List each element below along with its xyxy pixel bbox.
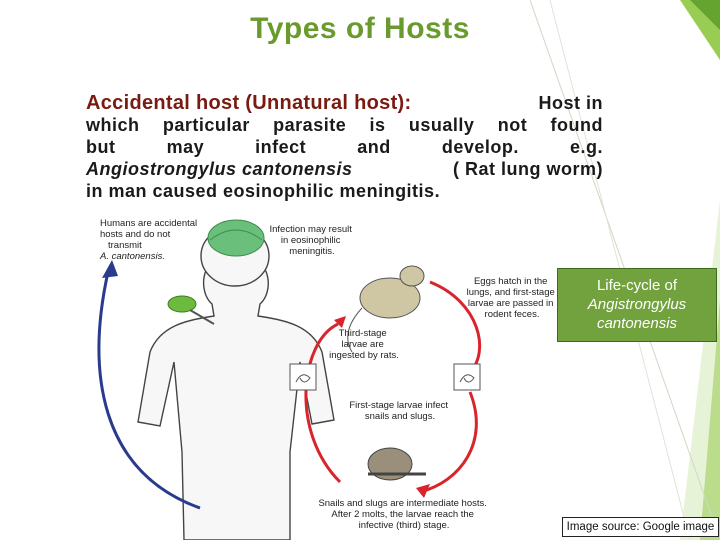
paragraph-line-1: Accidental host (Unnatural host): Host i… [86,92,603,114]
word: parasite [273,115,347,135]
snail-note-line: infective (third) stage. [359,520,450,531]
word: may [166,137,205,157]
first-stage-note-line: snails and slugs. [365,411,435,422]
word: infect [255,137,307,157]
word: which [86,115,140,135]
svg-text:Snails and slugs are intermedi: Snails and slugs are intermediate hosts.… [318,498,489,531]
larva-box-left [289,363,317,391]
word: usually [408,115,475,135]
lifecycle-caption-genus: Angistrongylus [587,296,687,313]
third-stage-note-line: larvae are [342,339,384,350]
definition-paragraph: Accidental host (Unnatural host): Host i… [86,92,603,202]
human-note-line: A. cantonensis. [99,251,165,262]
svg-text:Infection may result in eo: Infection may result in eosinophilic men… [269,224,354,257]
eggs-note-line: larvae are passed in [468,298,554,309]
species-name: Angiostrongylus cantonensis [86,159,353,179]
first-stage-note-line: First-stage larvae infect [349,400,448,411]
snail-illustration [367,447,426,481]
human-figure [137,219,335,540]
third-stage-note-line: Third-stage [339,328,387,339]
svg-text:Eggs hatch in the lungs, a: Eggs hatch in the lungs, and first-stage… [467,276,558,320]
spoon-with-lettuce [167,295,215,325]
human-note-line: Humans are accidental [100,218,197,229]
word: e.g. [569,137,603,157]
rat-illustration [347,265,425,353]
svg-text:First-stage larvae infect: First-stage larvae infect snails and slu… [349,400,450,422]
word: found [550,115,603,135]
common-name: ( Rat lung worm) [453,159,603,179]
lifecycle-caption-line1: Life-cycle of [596,277,678,294]
larva-box-right [453,363,481,391]
word: and [357,137,391,157]
human-arrow [97,271,201,510]
snail-note-line: After 2 molts, the larvae reach the [331,509,474,520]
accidental-host-term: Accidental host (Unnatural host): [86,92,412,114]
word: but [86,137,116,157]
word: particular [162,115,250,135]
word: develop. [441,137,519,157]
lifecycle-caption-box: Life-cycle of Angistrongylus cantonensis [557,268,717,342]
paragraph-line-3: but may infect and develop. e.g. [86,136,603,158]
cycle-arrow [304,322,342,484]
infection-note-line: in eosinophilic [281,235,341,246]
paragraph-line-1-rest: Host in [538,93,603,113]
word: not [497,115,528,135]
human-note-line: transmit [108,240,142,251]
infection-note-line: meningitis. [289,246,334,257]
word: is [369,115,386,135]
slide-title: Types of Hosts [250,12,470,45]
snail-note-line: Snails and slugs are intermediate hosts. [318,498,486,509]
lifecycle-diagram: Humans are accidental hosts and do not t… [97,218,558,540]
eggs-note-line: rodent feces. [485,309,540,320]
svg-text:Third-stage larvae are: Third-stage larvae are ingested by rats. [329,328,399,361]
human-note-line: hosts and do not [100,229,171,240]
eggs-note-line: Eggs hatch in the [474,276,547,287]
eggs-note-line: lungs, and first-stage [467,287,555,298]
lifecycle-caption-species: cantonensis [596,315,678,332]
infection-note-line: Infection may result [269,224,352,235]
paragraph-line-2: which particular parasite is usually not… [86,114,603,136]
third-stage-note-line: ingested by rats. [329,350,399,361]
image-source-label: Image source: Google image [562,517,719,537]
paragraph-line-4: Angiostrongylus cantonensis ( Rat lung w… [86,158,603,180]
paragraph-line-5: in man caused eosinophilic meningitis. [86,181,441,201]
svg-text:Humans are accidental host: Humans are accidental hosts and do not t… [99,218,200,262]
